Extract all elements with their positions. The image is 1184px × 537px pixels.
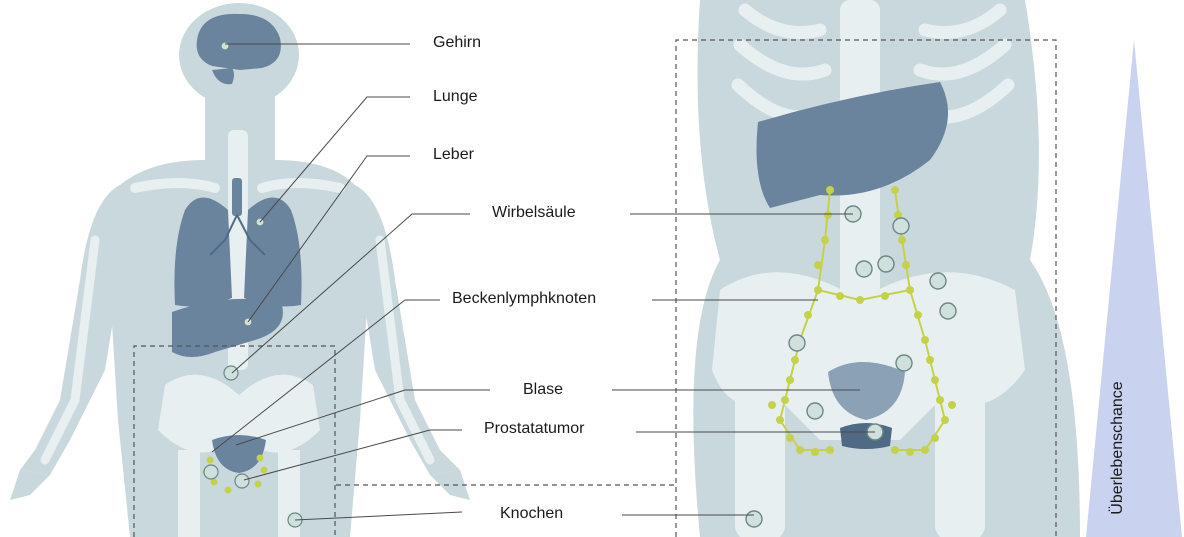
label-knochen: Knochen (500, 505, 563, 523)
label-gehirn: Gehirn (433, 34, 481, 52)
label-leber: Leber (433, 146, 474, 164)
survival-triangle (1086, 40, 1182, 537)
label-ueberlebenschance: Überlebenschance (1109, 381, 1127, 514)
label-lunge: Lunge (433, 88, 478, 106)
label-wirbelsaeule: Wirbelsäule (492, 204, 576, 222)
label-blase: Blase (523, 381, 563, 399)
label-beckenlymphknoten: Beckenlymphknoten (452, 290, 596, 308)
right-pelvis-figure (693, 0, 1080, 537)
label-prostatatumor: Prostatatumor (484, 420, 584, 438)
left-body-figure (10, 3, 470, 537)
